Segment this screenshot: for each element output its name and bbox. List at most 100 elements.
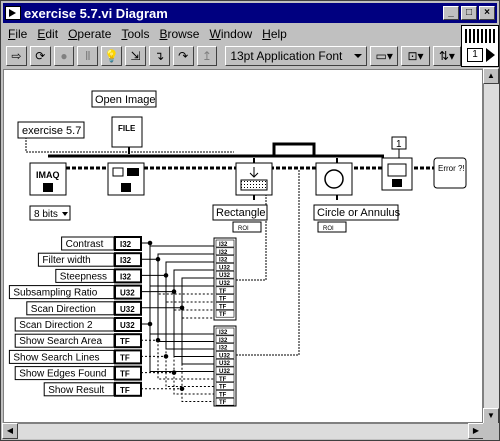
bundle-1-type-9: TF bbox=[219, 312, 227, 318]
scroll-right-icon[interactable]: ▶ bbox=[468, 423, 484, 439]
distribute-objects-icon[interactable]: ⊡▾ bbox=[401, 46, 430, 66]
control-wire-a-5 bbox=[141, 285, 214, 325]
bundle-2-terminal-4 bbox=[215, 358, 235, 367]
control-type-8: TF bbox=[120, 370, 130, 379]
font-selector-value: 13pt Application Font bbox=[230, 49, 343, 63]
control-type-5: U32 bbox=[120, 321, 135, 330]
bundle-1-terminal-3 bbox=[215, 263, 235, 271]
menu-tools[interactable]: Tools bbox=[121, 26, 150, 41]
index-constant[interactable] bbox=[391, 136, 407, 150]
bundle-2-type-8: TF bbox=[219, 392, 227, 398]
align-objects-icon[interactable]: ▭▾ bbox=[370, 46, 399, 66]
toolbar: ⇨ ⟳ ● Ⅱ 💡 ⇲ ↴ ↷ ↥ 13pt Application Font … bbox=[3, 44, 462, 68]
scroll-left-icon[interactable]: ◀ bbox=[2, 423, 18, 439]
rectangle-roi-constant[interactable] bbox=[232, 221, 262, 233]
pause-icon[interactable]: Ⅱ bbox=[77, 46, 99, 66]
control-wire-a-6 bbox=[141, 293, 214, 341]
vertical-scrollbar[interactable]: ▲ ▼ bbox=[483, 68, 499, 424]
abort-icon[interactable]: ● bbox=[53, 46, 75, 66]
control-label-text-2: Steepness bbox=[60, 271, 107, 282]
readfile-terminal bbox=[121, 183, 131, 192]
image-type-ring-text: 8 bits bbox=[34, 209, 58, 220]
bundle-1-type-8: TF bbox=[219, 304, 227, 310]
step-out-icon[interactable]: ↥ bbox=[196, 46, 218, 66]
reorder-icon[interactable]: ⇅▾ bbox=[432, 46, 462, 66]
bundle-1-type-0: I32 bbox=[219, 242, 228, 248]
control-wire-a-1 bbox=[141, 253, 214, 260]
minimize-button[interactable]: _ bbox=[443, 6, 459, 20]
bundle-1-terminal-6 bbox=[215, 286, 235, 295]
run-arrow-icon[interactable]: ⇨ bbox=[6, 46, 27, 66]
bundle-2-terminal-8 bbox=[215, 390, 235, 398]
bundle-2-type-0: I32 bbox=[219, 330, 228, 336]
control-type-1: I32 bbox=[120, 256, 132, 265]
bundle-2-terminal-2 bbox=[215, 343, 235, 351]
control-terminal-1[interactable] bbox=[114, 252, 142, 268]
step-into-icon[interactable]: ↴ bbox=[148, 46, 170, 66]
bundle-b-wire bbox=[236, 170, 300, 356]
run-continuously-icon[interactable]: ⟳ bbox=[29, 46, 51, 66]
scroll-up-icon[interactable]: ▲ bbox=[483, 68, 499, 84]
control-label-text-4: Scan Direction bbox=[31, 304, 96, 315]
wire-junction-4 bbox=[179, 305, 185, 311]
wire-junction-0 bbox=[147, 240, 153, 246]
concentric-rake-icon[interactable] bbox=[315, 162, 353, 196]
title-bar: exercise 5.7.vi Diagram _ □ × bbox=[3, 3, 497, 23]
highlight-execution-icon[interactable]: 💡 bbox=[101, 46, 123, 66]
bundle-2-terminal-6 bbox=[215, 374, 235, 383]
bundle-1-terminal-8 bbox=[215, 302, 235, 310]
bundle-1-type-1: I32 bbox=[219, 250, 228, 256]
bundle-2-type-2: I32 bbox=[219, 346, 228, 352]
control-wire-a-9 bbox=[141, 317, 214, 390]
close-button[interactable]: × bbox=[479, 6, 495, 20]
connector-grid-icon bbox=[465, 29, 495, 43]
menu-browse[interactable]: Browse bbox=[159, 26, 200, 41]
menu-file[interactable]: File bbox=[8, 26, 28, 41]
bundle-1-terminal-1 bbox=[215, 247, 235, 256]
bundle-2-terminal-1 bbox=[215, 335, 235, 344]
scroll-down-icon[interactable]: ▼ bbox=[483, 408, 499, 424]
bundle-1-type-4: U32 bbox=[219, 273, 231, 279]
diagram-canvas: exercise 5.7 Open Image FILE IMAQ 8 bits bbox=[8, 90, 467, 407]
bundle-2-terminal-7 bbox=[215, 382, 235, 390]
menu-bar: File Edit Operate Tools Browse Window He… bbox=[3, 24, 461, 43]
control-wire-b-4 bbox=[181, 307, 214, 365]
menu-help[interactable]: Help bbox=[262, 26, 287, 41]
horizontal-scrollbar[interactable]: ◀ ▶ bbox=[2, 423, 484, 439]
menu-edit[interactable]: Edit bbox=[37, 26, 59, 41]
block-diagram[interactable]: exercise 5.7 Open Image FILE IMAQ 8 bits bbox=[3, 69, 483, 423]
retain-wire-values-icon[interactable]: ⇲ bbox=[125, 46, 146, 66]
labview-app-icon bbox=[5, 6, 21, 20]
error-handler-text: Error ?! bbox=[438, 164, 465, 173]
vi-icon-connector-pane[interactable]: 1 bbox=[461, 25, 499, 67]
wire-junction-2 bbox=[163, 273, 169, 278]
control-wire-a-3 bbox=[141, 269, 214, 293]
control-type-2: I32 bbox=[120, 272, 132, 281]
control-wire-b-6 bbox=[157, 340, 214, 380]
file-dialog-icon[interactable] bbox=[111, 116, 143, 148]
control-wire-b-3 bbox=[173, 291, 214, 357]
step-over-icon[interactable]: ↷ bbox=[172, 46, 194, 66]
resize-grip[interactable] bbox=[483, 423, 499, 439]
menu-window[interactable]: Window bbox=[209, 26, 253, 41]
menu-operate[interactable]: Operate bbox=[68, 26, 112, 41]
image-icon bbox=[127, 168, 139, 176]
filename-constant[interactable] bbox=[17, 121, 85, 139]
wire-junction-7 bbox=[163, 354, 169, 359]
wire-junction-8 bbox=[171, 370, 177, 375]
bundle-1-terminal-4 bbox=[215, 270, 235, 279]
image-type-ring[interactable] bbox=[29, 205, 71, 221]
error-handler-icon[interactable] bbox=[433, 157, 467, 189]
bundle-1-type-7: TF bbox=[219, 297, 227, 303]
control-type-7: TF bbox=[120, 353, 130, 362]
rectangle-roi-tag: ROI bbox=[238, 226, 249, 232]
bundle-1-type-6: TF bbox=[219, 289, 227, 295]
maximize-button[interactable]: □ bbox=[461, 6, 477, 20]
annulus-roi-tag: ROI bbox=[323, 226, 334, 232]
bundle-2-terminal-3 bbox=[215, 351, 235, 359]
chevron-down-icon bbox=[62, 212, 68, 216]
font-selector[interactable]: 13pt Application Font bbox=[225, 46, 367, 66]
annulus-roi-constant[interactable] bbox=[317, 221, 347, 233]
